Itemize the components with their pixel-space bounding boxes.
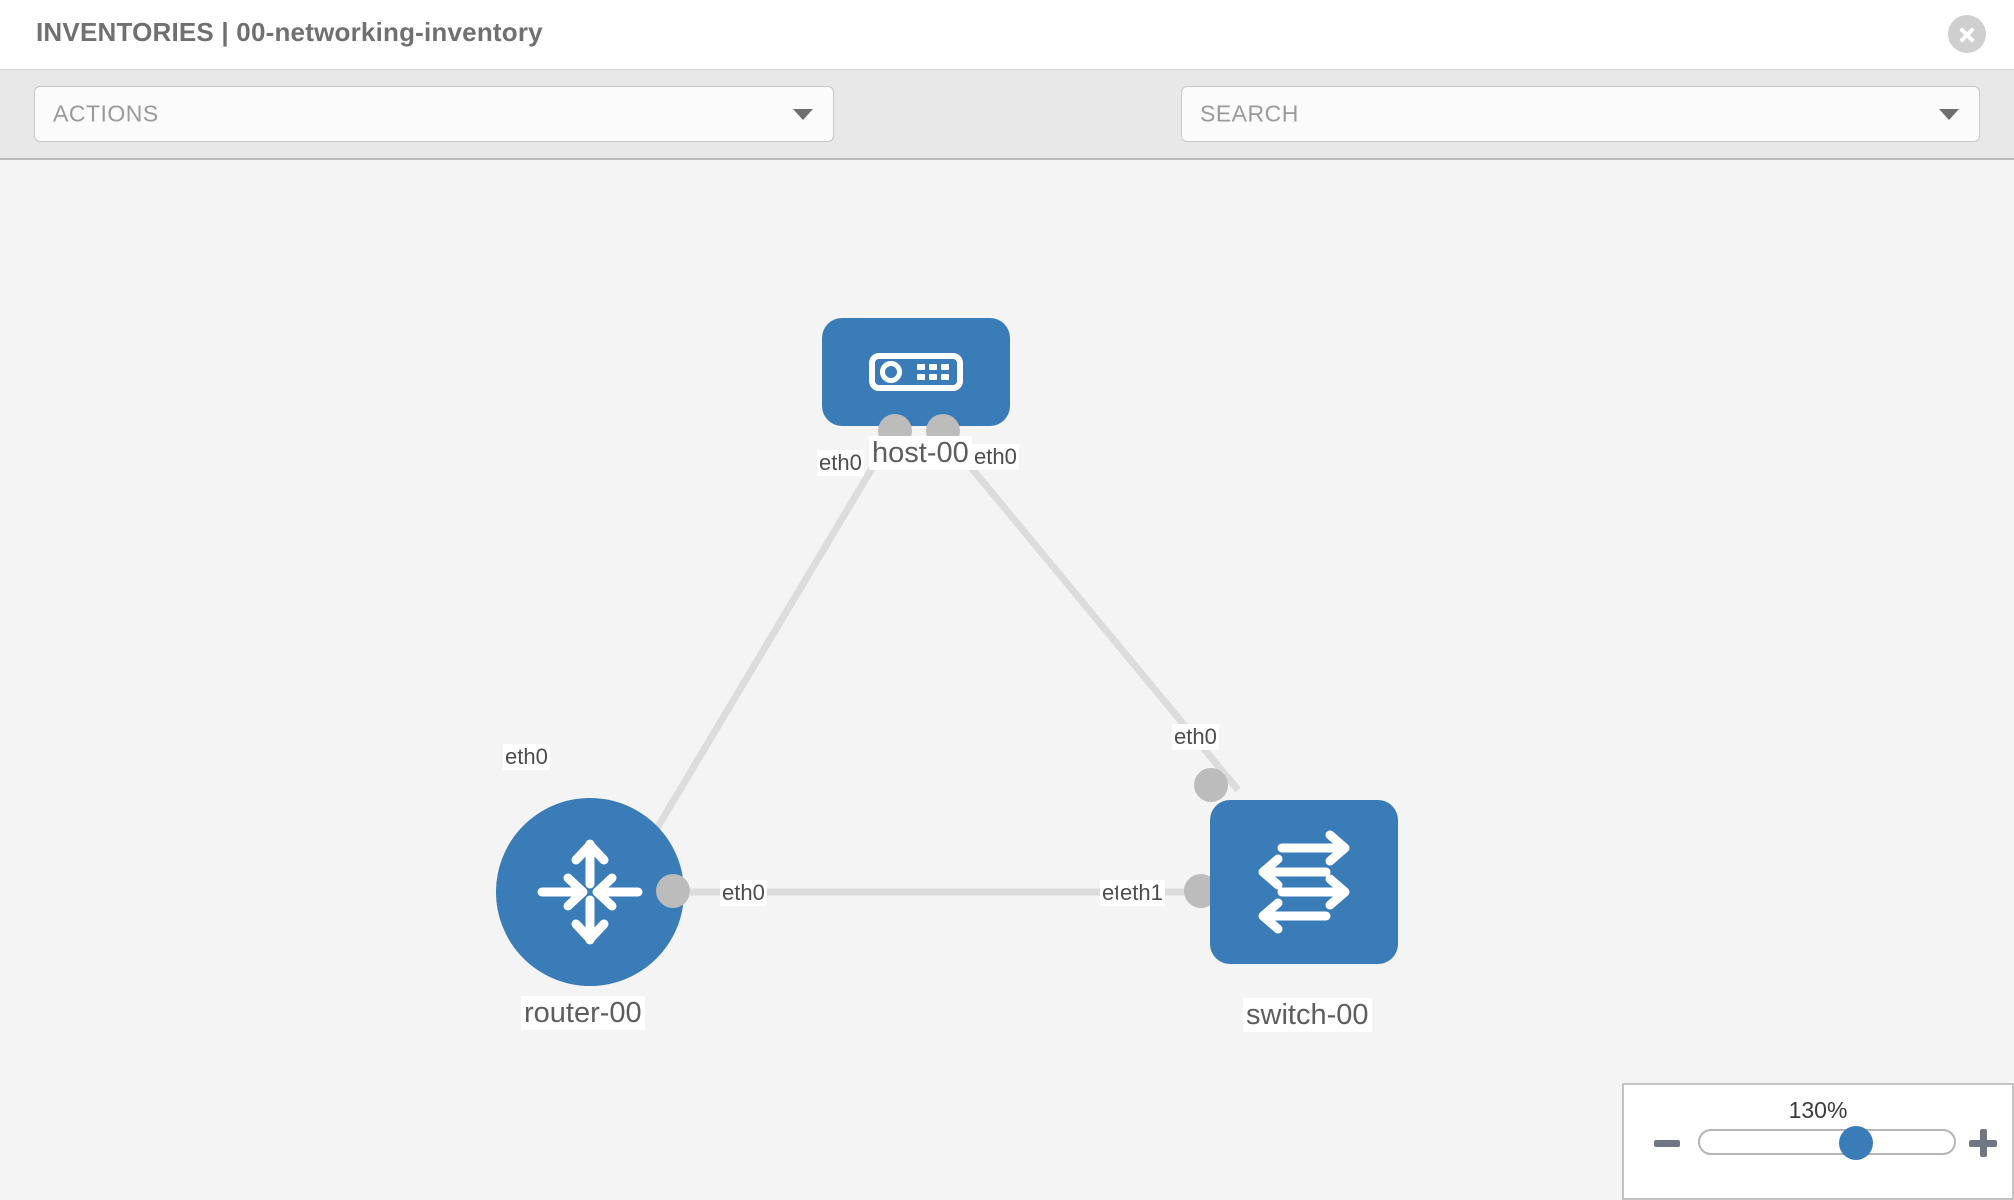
zoom-slider-thumb[interactable] — [1838, 1126, 1873, 1160]
zoom-slider[interactable] — [1698, 1126, 1956, 1160]
router-arrows-icon — [537, 839, 643, 945]
close-icon[interactable] — [1948, 15, 1986, 53]
window-header: INVENTORIES | 00-networking-inventory — [0, 0, 2014, 70]
iface-host-eth0-left: eth0 — [817, 450, 864, 476]
plus-icon[interactable] — [1969, 1129, 1997, 1157]
node-router-00-shape[interactable] — [496, 798, 684, 986]
iface-host-eth0-right: eth0 — [972, 444, 1019, 470]
search-input[interactable]: SEARCH — [1181, 86, 1980, 142]
server-icon — [869, 353, 963, 391]
page-title: INVENTORIES | 00-networking-inventory — [36, 17, 543, 47]
switch-arrows-icon — [1258, 830, 1350, 934]
connector-router-eth0[interactable] — [656, 874, 690, 908]
node-host-00-label: host-00 — [869, 436, 972, 470]
iface-router-eth0-switch: eth0 — [720, 880, 767, 906]
iface-switch-eth0-host: eth0 — [1172, 724, 1219, 750]
connector-switch-eth0-host[interactable] — [1194, 768, 1228, 802]
minus-icon[interactable] — [1654, 1140, 1680, 1147]
actions-dropdown[interactable]: ACTIONS — [34, 86, 834, 142]
node-host-00-shape[interactable] — [822, 318, 1010, 426]
node-switch-00[interactable]: switch-00 eth0 eth0 eth1 — [1100, 724, 1398, 1032]
node-router-00[interactable]: router-00 eth0 eth0 — [496, 744, 767, 1030]
chevron-down-icon — [793, 109, 813, 120]
node-switch-00-shape[interactable] — [1210, 800, 1398, 964]
node-switch-00-label: switch-00 — [1243, 998, 1372, 1032]
zoom-control-panel: 130% — [1622, 1083, 2014, 1200]
topology-canvas[interactable]: host-00 eth0 eth0 — [0, 160, 2014, 1200]
link-host-router[interactable] — [634, 428, 899, 862]
actions-dropdown-label: ACTIONS — [53, 100, 159, 127]
node-host-00[interactable]: host-00 eth0 eth0 — [817, 318, 1019, 476]
iface-router-eth0-host: eth0 — [503, 744, 550, 770]
toolbar: ACTIONS SEARCH — [0, 70, 2014, 202]
zoom-level-label: 130% — [1788, 1097, 1848, 1123]
topology-links — [634, 427, 1241, 896]
iface-switch-eth1-router: eth1 — [1118, 880, 1165, 906]
search-placeholder: SEARCH — [1200, 100, 1299, 127]
node-router-00-label: router-00 — [521, 996, 645, 1030]
chevron-down-icon — [1939, 109, 1959, 120]
